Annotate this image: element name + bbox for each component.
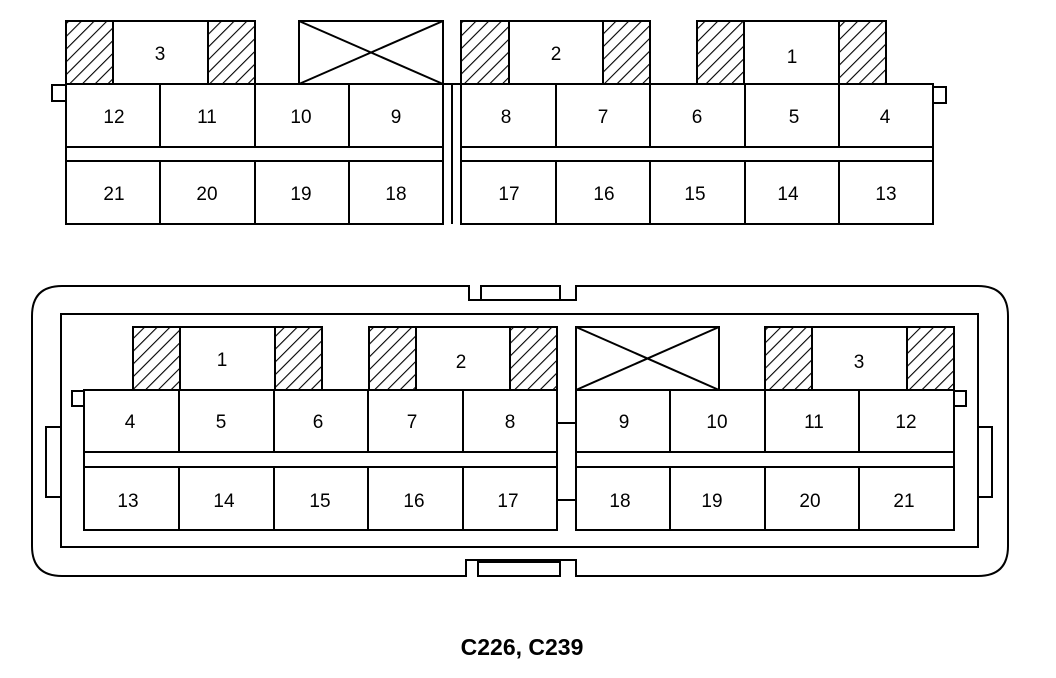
bottom-pin-9: 9	[619, 412, 630, 433]
top-pin-4: 4	[880, 107, 891, 128]
top-pin-12: 12	[103, 107, 124, 128]
bottom-key-1	[132, 326, 323, 391]
bottom-pin-14: 14	[213, 491, 235, 512]
bottom-pin-21: 21	[893, 491, 914, 512]
bottom-key-2	[368, 326, 558, 391]
bottom-right-bump	[977, 426, 993, 498]
top-pin-9: 9	[391, 107, 402, 128]
bottom-pin-8: 8	[505, 412, 516, 433]
top-pin-20: 20	[196, 184, 217, 205]
bottom-pin-10: 10	[706, 412, 727, 433]
bottom-pin-18: 18	[609, 491, 630, 512]
bottom-right-latch	[953, 390, 967, 407]
top-key-label-1: 1	[787, 47, 798, 68]
top-pin-10: 10	[290, 107, 311, 128]
top-pin-8: 8	[501, 107, 512, 128]
bottom-blank-key	[575, 326, 720, 391]
top-pin-15: 15	[684, 184, 705, 205]
top-key-3	[65, 20, 256, 85]
bottom-pin-16: 16	[403, 491, 424, 512]
bottom-pin-19: 19	[701, 491, 722, 512]
top-connector	[51, 20, 947, 225]
bottom-pin-6: 6	[313, 412, 324, 433]
top-pin-13: 13	[875, 184, 896, 205]
bottom-pin-20: 20	[799, 491, 820, 512]
top-right-block	[460, 83, 934, 225]
bottom-right-block	[575, 389, 955, 531]
top-pin-19: 19	[290, 184, 311, 205]
bottom-pin-7: 7	[407, 412, 418, 433]
top-key-2	[460, 20, 651, 85]
bottom-key-label-2: 2	[456, 352, 467, 373]
top-pin-14: 14	[777, 184, 799, 205]
top-left-latch	[51, 84, 67, 102]
top-pin-16: 16	[593, 184, 614, 205]
bottom-pin-4: 4	[125, 412, 136, 433]
bottom-key-label-1: 1	[217, 350, 228, 371]
bottom-pin-5: 5	[216, 412, 227, 433]
top-key-label-3: 3	[155, 44, 166, 65]
top-pin-17: 17	[498, 184, 519, 205]
top-right-latch	[932, 86, 947, 104]
bottom-connector	[31, 285, 1009, 577]
top-pin-11: 11	[197, 107, 217, 128]
top-blank-key	[298, 20, 444, 85]
top-pin-21: 21	[103, 184, 124, 205]
bottom-key-label-3: 3	[854, 352, 865, 373]
top-left-block	[65, 83, 444, 225]
bottom-pin-15: 15	[309, 491, 330, 512]
top-pin-18: 18	[385, 184, 406, 205]
bottom-pin-13: 13	[117, 491, 138, 512]
top-key-label-2: 2	[551, 44, 562, 65]
bottom-key-3	[764, 326, 955, 391]
top-pin-5: 5	[789, 107, 800, 128]
bottom-notch	[477, 561, 561, 577]
bottom-pin-11: 11	[804, 412, 824, 433]
bottom-left-bump	[45, 426, 62, 498]
connector-caption: C226, C239	[461, 634, 584, 660]
bottom-left-block	[83, 389, 558, 531]
bottom-pin-12: 12	[895, 412, 916, 433]
top-notch	[480, 285, 561, 301]
bottom-housing-outline	[31, 285, 1009, 577]
bottom-left-latch	[71, 390, 85, 407]
top-pin-7: 7	[598, 107, 609, 128]
top-pin-6: 6	[692, 107, 703, 128]
bottom-pin-17: 17	[497, 491, 518, 512]
